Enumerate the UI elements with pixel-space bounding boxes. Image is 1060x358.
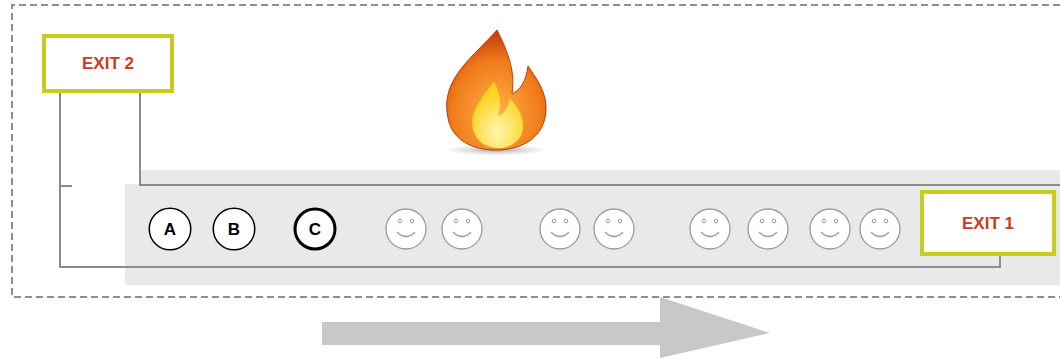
wall-stub xyxy=(60,185,72,187)
exit-label: EXIT 1 xyxy=(962,215,1014,232)
building-outline xyxy=(12,5,1060,297)
person-smiley xyxy=(442,209,482,249)
person-smiley xyxy=(748,209,788,249)
person-letter: C xyxy=(309,221,321,238)
exit-box: EXIT 2 xyxy=(42,34,174,93)
person-smiley xyxy=(540,209,580,249)
corridor-wall xyxy=(140,93,1060,185)
person-circle: A xyxy=(148,207,192,251)
exit-box: EXIT 1 xyxy=(920,190,1056,256)
corridor-wall-connector xyxy=(60,93,1000,267)
person-smiley xyxy=(594,209,634,249)
person-circle: C xyxy=(293,207,337,251)
direction-arrow xyxy=(322,297,770,358)
person-letter: A xyxy=(164,221,176,238)
fire-icon xyxy=(442,30,550,156)
person-smiley xyxy=(690,209,730,249)
person-smiley xyxy=(860,209,900,249)
person-letter: B xyxy=(228,221,240,238)
person-smiley xyxy=(386,209,426,249)
people-group xyxy=(386,209,900,249)
corridor-gap xyxy=(125,170,140,184)
exit-label: EXIT 2 xyxy=(82,55,134,72)
person-smiley xyxy=(810,209,850,249)
person-circle: B xyxy=(212,207,256,251)
